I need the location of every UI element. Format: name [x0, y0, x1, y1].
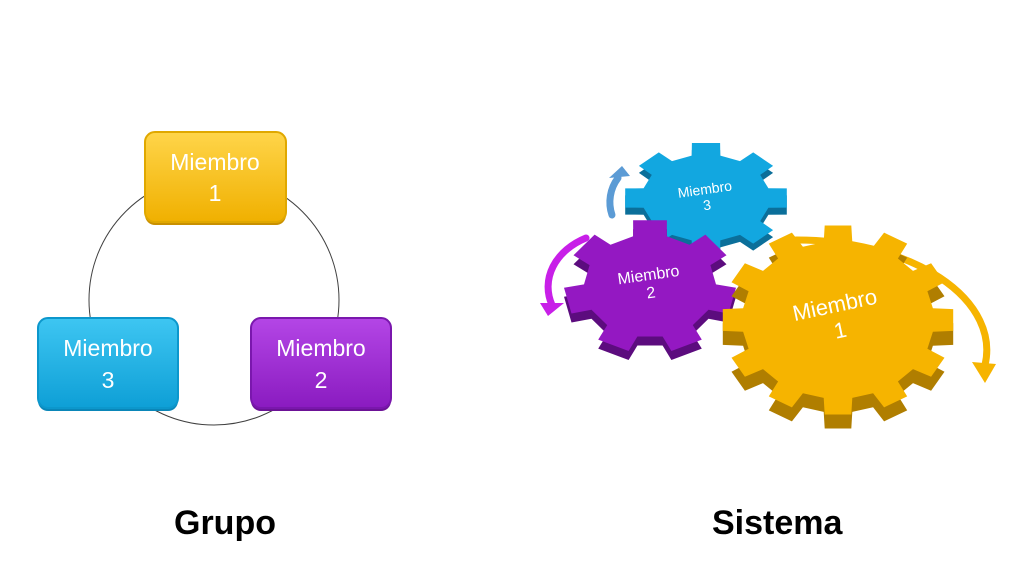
gear-2-number: 2 [645, 284, 656, 302]
grupo-member-2[interactable]: Miembro 2 [250, 317, 392, 411]
gear-1-number: 1 [832, 317, 849, 344]
sistema-diagram: Miembro 3 Miembro 2 [540, 143, 996, 429]
grupo-member-2-label: Miembro [276, 335, 365, 361]
gear-3-number: 3 [702, 196, 712, 213]
gear-2[interactable]: Miembro 2 [564, 220, 736, 360]
grupo-member-3-label: Miembro [63, 335, 152, 361]
grupo-member-3-number: 3 [102, 367, 115, 393]
grupo-member-1-label: Miembro [170, 149, 259, 175]
grupo-member-1-number: 1 [209, 180, 222, 206]
gear-3-label: Miembro [677, 177, 733, 200]
gear-1[interactable]: Miembro 1 [722, 225, 954, 429]
grupo-diagram: Miembro 1 Miembro 2 Miembro 3 [37, 131, 392, 426]
sistema-caption: Sistema [712, 504, 843, 542]
grupo-caption: Grupo [174, 504, 276, 542]
arrow-gear-2-icon [540, 234, 590, 316]
grupo-member-2-number: 2 [315, 367, 328, 393]
arrow-gear-3-icon [606, 166, 630, 219]
grupo-member-3[interactable]: Miembro 3 [37, 317, 179, 411]
grupo-member-1[interactable]: Miembro 1 [144, 131, 287, 225]
